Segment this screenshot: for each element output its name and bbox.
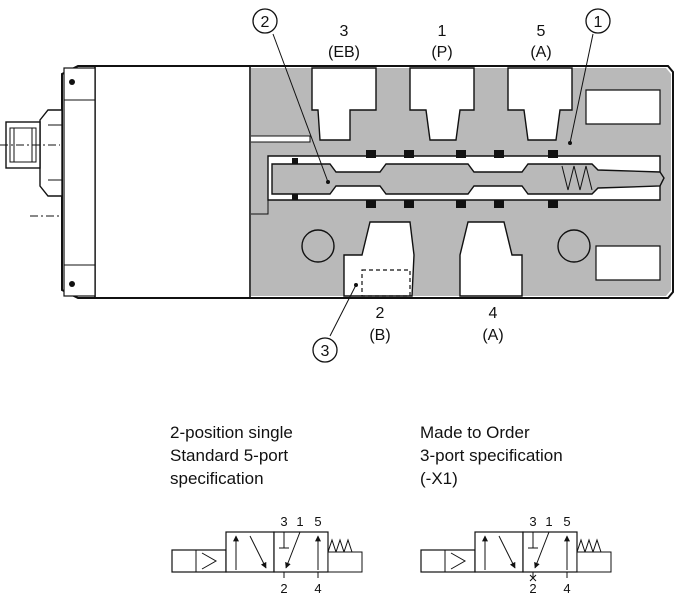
port-1-code: (P) <box>431 44 452 61</box>
caption-line: specification <box>170 469 264 488</box>
port-3-number: 3 <box>340 23 349 40</box>
symbol-2-caption: Made to Order 3-port specification (-X1) <box>420 421 563 490</box>
svg-text:3: 3 <box>529 514 536 529</box>
svg-text:2: 2 <box>261 14 270 31</box>
caption-line: (-X1) <box>420 469 458 488</box>
symbol-standard-5port: 3 1 5 2 4 <box>171 514 363 596</box>
svg-text:4: 4 <box>563 581 570 596</box>
port-4-number: 4 <box>489 305 498 322</box>
svg-text:3: 3 <box>280 514 287 529</box>
callout-3: 3 <box>312 337 338 363</box>
svg-text:1: 1 <box>594 14 603 31</box>
symbol-3port-x1: 3 1 5 2 4 <box>420 514 612 596</box>
valve-body <box>0 33 674 337</box>
svg-text:5: 5 <box>314 514 321 529</box>
svg-text:2: 2 <box>529 581 536 596</box>
svg-text:2: 2 <box>280 581 287 596</box>
caption-line: 2-position single <box>170 423 293 442</box>
port-1-number: 1 <box>438 23 447 40</box>
caption-line: Standard 5-port <box>170 446 289 465</box>
svg-text:4: 4 <box>314 581 321 596</box>
svg-text:1: 1 <box>296 514 303 529</box>
port-2-number: 2 <box>376 305 385 322</box>
caption-line: Made to Order <box>420 423 530 442</box>
callout-2: 2 <box>252 8 278 34</box>
port-4-code: (A) <box>482 327 503 344</box>
port-2-code: (B) <box>369 327 390 344</box>
port-5-code: (A) <box>530 44 551 61</box>
caption-line: 3-port specification <box>420 446 563 465</box>
svg-text:3: 3 <box>321 343 330 360</box>
port-5-number: 5 <box>537 23 546 40</box>
svg-text:5: 5 <box>563 514 570 529</box>
port-3-code: (EB) <box>328 44 360 61</box>
svg-text:1: 1 <box>545 514 552 529</box>
callout-1: 1 <box>585 8 611 34</box>
symbol-1-caption: 2-position single Standard 5-port specif… <box>170 421 293 490</box>
